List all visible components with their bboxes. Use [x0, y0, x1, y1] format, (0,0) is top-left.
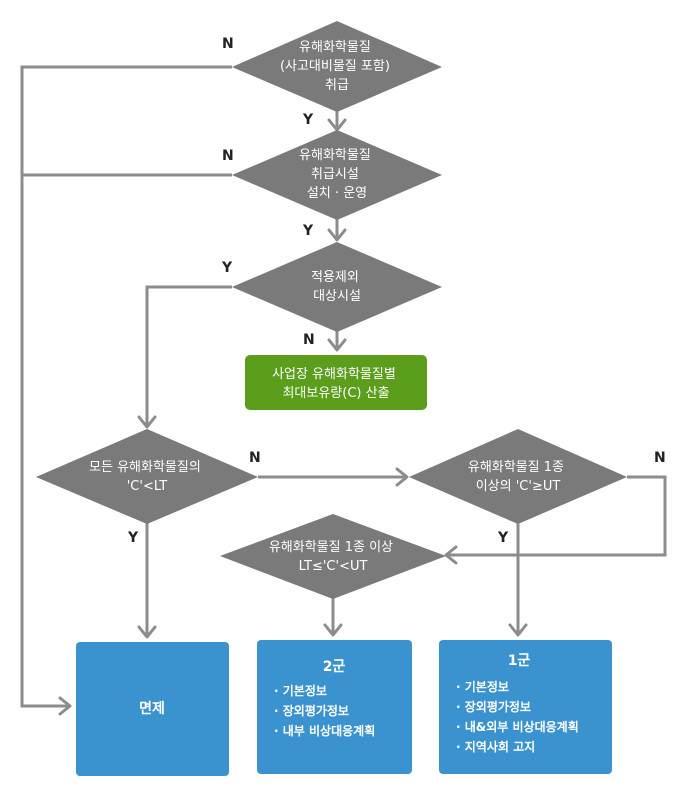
arrowhead-exempt-left [58, 696, 72, 716]
group1-box-item: · 기본정보 [456, 679, 509, 694]
decision-5: 유해화학물질 1종 이상의 'C'≥UT [409, 429, 627, 524]
process-box-line: 사업장 유해화학물질별 [272, 367, 396, 382]
arrowhead-d3 [327, 228, 347, 242]
label-d3-yes: Y [221, 260, 233, 276]
svg-text:유해화학물질 취급시설 설치 · 운: 유해화학물질 취급시설 설치 · 운영 [299, 148, 375, 201]
decision-6: 유해화학물질 1종 이상 LT≤'C'<UT [220, 514, 446, 599]
arrowhead-process [327, 338, 347, 352]
group1-box-item: · 내&외부 비상대응계획 [456, 719, 579, 734]
decision-2-shape [232, 130, 442, 220]
svg-text:유해화학물질 (사고대비물질 포함): 유해화학물질 (사고대비물질 포함) 취급 [280, 40, 394, 93]
group2-box-title: 2군 [323, 659, 346, 675]
process-box-shape [245, 355, 427, 410]
arrowhead-exempt-top [137, 625, 157, 639]
label-d4-no: N [249, 450, 261, 466]
arrowhead-group2 [323, 623, 343, 637]
decision-5-shape [409, 429, 627, 524]
decision-2-line: 설치 · 운영 [307, 186, 367, 201]
exempt-box-title: 면제 [139, 700, 165, 717]
svg-text:모든 유해화학물질의 'C'<LT: 모든 유해화학물질의 'C'<LT [89, 460, 205, 494]
process-box-line: 최대보유량(C) 산출 [282, 386, 389, 401]
group2-box-item: · 기본정보 [274, 683, 327, 698]
group2-box-item: · 장외평가정보 [274, 703, 349, 718]
decision-6-line: 유해화학물질 1종 이상 [269, 540, 393, 555]
decision-1-line: (사고대비물질 포함) [280, 59, 390, 74]
group1-box-shape [439, 640, 612, 774]
label-d1-no: N [222, 36, 234, 52]
decision-4-line: 모든 유해화학물질의 [89, 460, 201, 475]
label-d1-yes: Y [302, 112, 314, 128]
exempt-box: 면제 [76, 642, 229, 776]
group1-box-item: · 지역사회 고지 [456, 739, 535, 754]
connector-d1-no [20, 65, 232, 708]
decision-3: 적용제외 대상시설 [232, 242, 442, 332]
connector-d5-no [448, 475, 667, 557]
label-d4-yes: Y [127, 530, 139, 546]
decision-2-line: 유해화학물질 [299, 148, 371, 163]
group2-box-item: · 내부 비상대응계획 [274, 723, 375, 738]
group2-box: 2군 · 기본정보 · 장외평가정보 · 내부 비상대응계획 [257, 640, 412, 774]
group1-box: 1군 · 기본정보 · 장외평가정보 · 내&외부 비상대응계획 · 지역사회 … [439, 640, 612, 774]
decision-3-shape [232, 242, 442, 332]
decision-4: 모든 유해화학물질의 'C'<LT [36, 429, 258, 524]
svg-text:유해화학물질 1종 이상 LT≤'C'<UT: 유해화학물질 1종 이상 LT≤'C'<UT [269, 540, 397, 574]
label-d5-no: N [654, 450, 666, 466]
exempt-box-shape [76, 642, 229, 776]
arrowhead-d6 [444, 545, 458, 565]
decision-1-line: 유해화학물질 [299, 40, 371, 55]
arrowhead-d5 [395, 467, 409, 487]
group2-box-shape [257, 640, 412, 774]
decision-4-line: 'C'<LT [127, 479, 168, 494]
decision-1-line: 취급 [325, 78, 349, 93]
decision-1-shape [232, 21, 442, 112]
label-d2-yes: Y [302, 223, 314, 239]
svg-text:사업장 유해화학물질별 최대보유량(C) 산출: 사업장 유해화학물질별 최대보유량(C) 산출 [272, 367, 400, 401]
decision-5-line: 이상의 'C'≥UT [476, 479, 561, 494]
decision-5-line: 유해화학물질 1종 [468, 460, 564, 475]
group1-box-item: · 장외평가정보 [456, 699, 531, 714]
label-d2-no: N [222, 148, 234, 164]
process-box: 사업장 유해화학물질별 최대보유량(C) 산출 [245, 355, 427, 410]
label-d5-yes: Y [497, 530, 509, 546]
decision-1: 유해화학물질 (사고대비물질 포함) 취급 [232, 21, 442, 112]
decision-2: 유해화학물질 취급시설 설치 · 운영 [232, 130, 442, 220]
connector-d3-yes [145, 285, 232, 425]
decision-3-line: 적용제외 [311, 270, 359, 285]
arrowhead-d4 [137, 415, 157, 429]
decision-6-line: LT≤'C'<UT [299, 559, 368, 574]
label-d3-no: N [303, 332, 315, 348]
arrowhead-group1 [508, 623, 528, 637]
decision-6-shape [220, 514, 446, 599]
decision-3-line: 대상시설 [313, 289, 361, 304]
branch-labels: N Y N Y Y N N Y N Y [127, 36, 666, 546]
svg-text:유해화학물질 1종 이상의 'C'≥UT: 유해화학물질 1종 이상의 'C'≥UT [468, 460, 568, 494]
svg-text:적용제외 대상시설: 적용제외 대상시설 [311, 270, 363, 304]
decision-2-line: 취급시설 [311, 167, 359, 182]
group1-box-title: 1군 [508, 653, 531, 669]
decision-4-shape [36, 429, 258, 524]
